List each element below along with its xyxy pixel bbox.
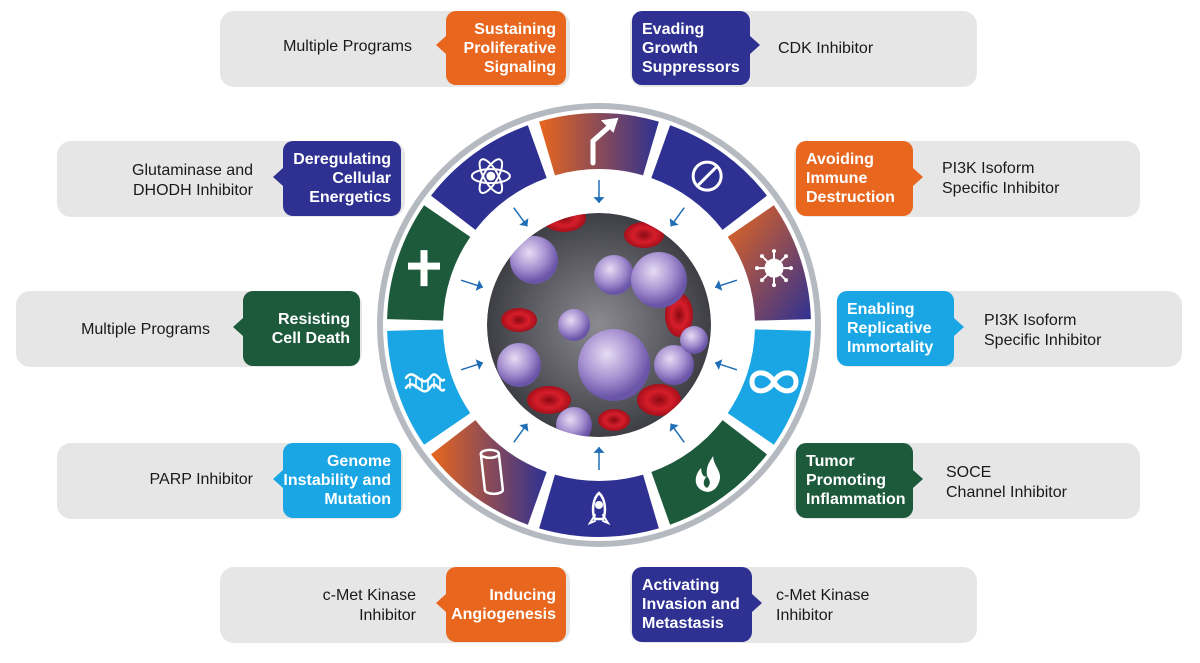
pointer-notch	[233, 318, 243, 336]
pointer-notch	[750, 36, 760, 54]
cancer-cells-image	[487, 213, 711, 437]
wheel-segment	[431, 420, 547, 525]
hallmark-label: Genome Instability and Mutation	[283, 443, 401, 518]
drug-label: Multiple Programs	[283, 38, 412, 55]
hallmark-label: Deregulating Cellular Energetics	[283, 141, 401, 216]
hallmark-label: Inducing Angiogenesis	[446, 567, 566, 642]
infinity-icon	[749, 370, 799, 394]
arrow-head	[593, 197, 605, 203]
arrow-head	[519, 218, 529, 227]
atom-icon	[470, 158, 511, 194]
wheel-segment	[539, 112, 659, 176]
drug-label: c-Met Kinase Inhibitor	[322, 587, 416, 624]
segment-icons	[404, 117, 799, 526]
hallmark-label: Enabling Replicative Immortality	[837, 291, 954, 366]
pointer-notch	[913, 168, 923, 186]
rocket-icon	[587, 491, 611, 526]
pointer-notch	[954, 318, 964, 336]
arrow-head	[475, 280, 483, 291]
pointer-notch	[752, 594, 762, 612]
blood-vessel-icon	[479, 448, 505, 496]
drug-label: CDK Inhibitor	[778, 40, 874, 57]
hallmark-label: Activating Invasion and Metastasis	[632, 567, 752, 642]
inward-arrows	[460, 180, 738, 470]
arrow-head	[715, 280, 723, 291]
pointer-notch	[273, 168, 283, 186]
pointer-notch	[913, 470, 923, 488]
arrow-head	[669, 423, 679, 432]
hallmark-label: Sustaining Proliferative Signaling	[446, 11, 566, 85]
hallmark-label: Resisting Cell Death	[243, 291, 360, 366]
arrow-up-right-icon	[590, 117, 619, 166]
hallmark-label: Evading Growth Suppressors	[632, 11, 750, 85]
arrow-head	[519, 423, 529, 432]
drug-label: SOCE Channel Inhibitor	[946, 464, 1067, 501]
arrow-head	[593, 447, 605, 453]
arrow-head	[715, 359, 723, 370]
hallmark-label: Avoiding Immune Destruction	[796, 141, 913, 216]
hallmark-label: Tumor Promoting Inflammation	[796, 443, 913, 518]
cross-icon	[408, 250, 441, 287]
flame-icon	[695, 455, 721, 492]
dna-icon	[404, 373, 446, 393]
drug-label: c-Met Kinase Inhibitor	[776, 587, 870, 624]
pointer-notch	[273, 470, 283, 488]
drug-label: PI3K Isoform Specific Inhibitor	[942, 160, 1060, 197]
arrow-head	[475, 359, 483, 370]
arrow-head	[669, 218, 679, 227]
pointer-notch	[436, 594, 446, 612]
hallmarks-wheel	[377, 103, 821, 547]
drug-label: Glutaminase and DHODH Inhibitor	[132, 162, 253, 199]
prohibition-icon	[691, 160, 723, 192]
drug-label: Multiple Programs	[81, 321, 210, 338]
pointer-notch	[436, 36, 446, 54]
drug-label: PI3K Isoform Specific Inhibitor	[984, 312, 1102, 349]
drug-label: PARP Inhibitor	[149, 471, 253, 488]
virus-icon	[754, 249, 793, 288]
wheel-segment	[651, 125, 767, 230]
